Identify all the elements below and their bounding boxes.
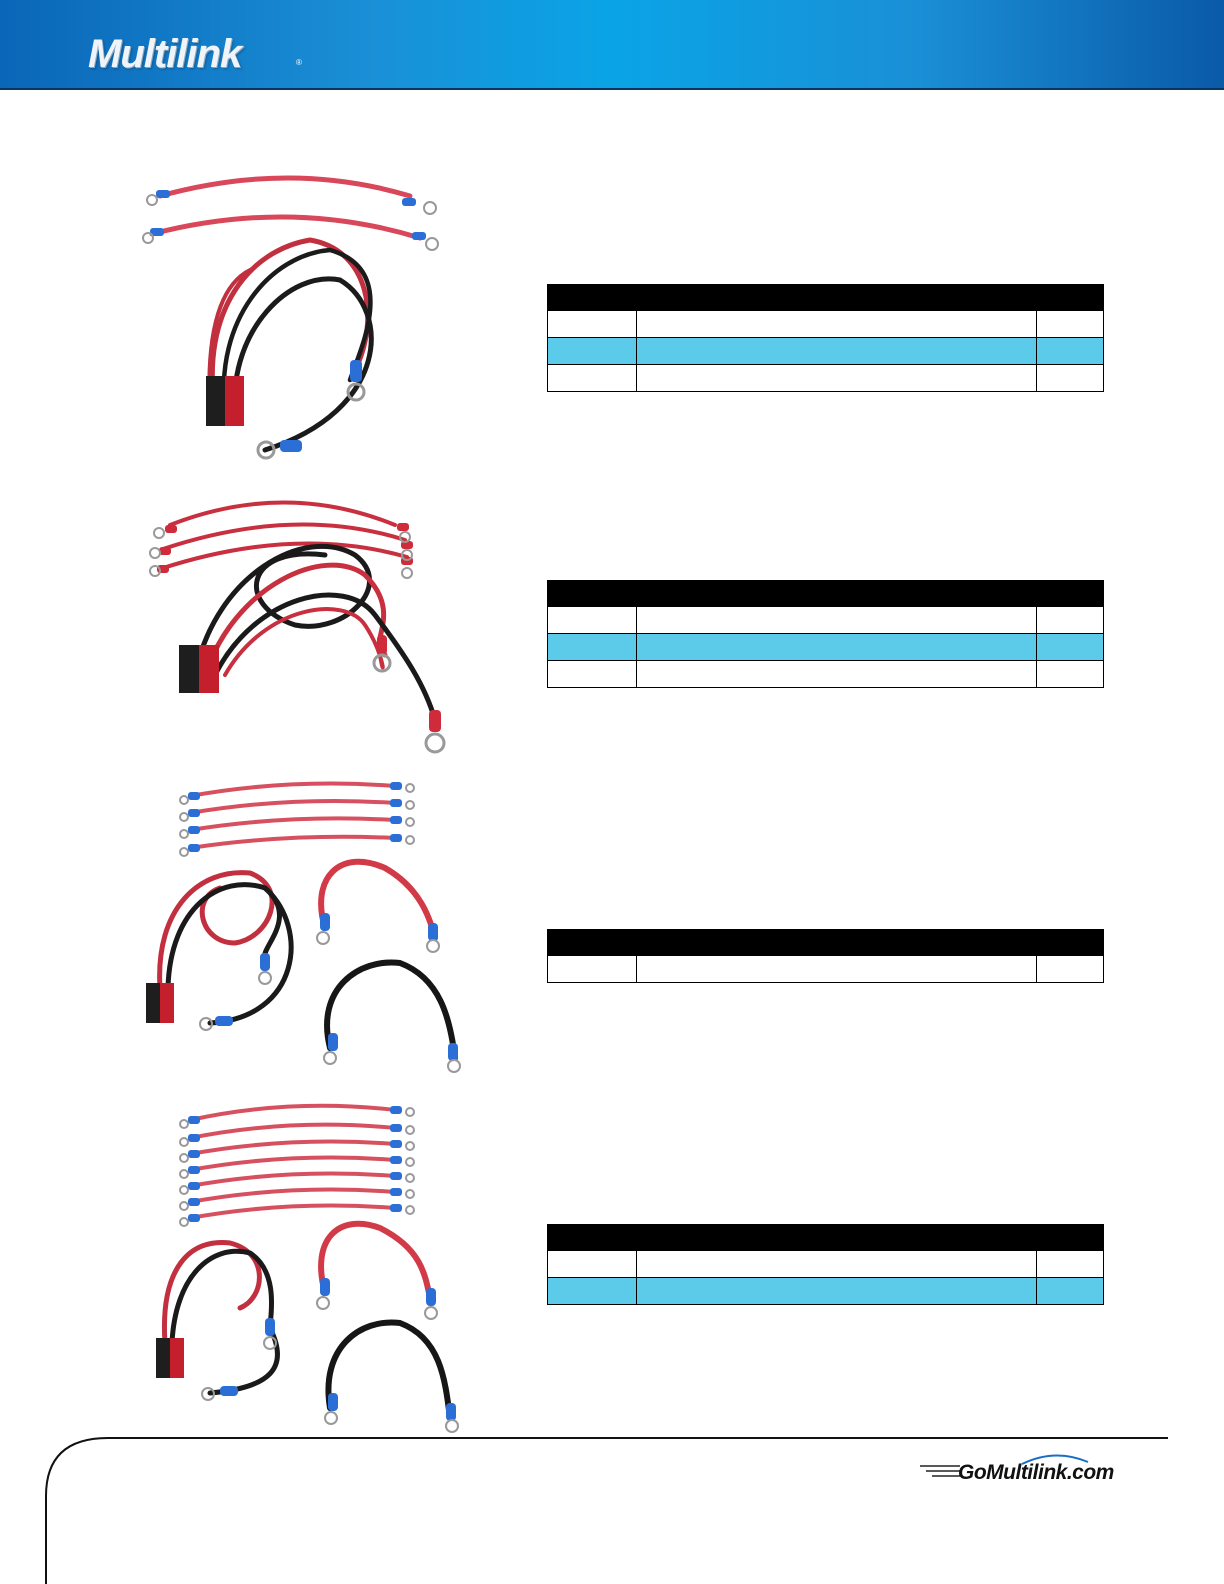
table-row: [547, 1250, 1104, 1278]
footer-url: GoMultilink.com: [958, 1461, 1114, 1484]
table-header-row: [547, 1224, 1104, 1251]
table-header-row: [547, 929, 1104, 956]
spec-table-3: [547, 929, 1104, 983]
table-row: [547, 364, 1104, 392]
cable-kit-4-jumpers-photo: [149, 500, 446, 754]
table-row: [547, 606, 1104, 634]
table-header-row: [547, 284, 1104, 311]
spec-table-2: [547, 580, 1104, 688]
multilink-logo: Multilink: [88, 32, 242, 76]
cable-kit-4-jumpers-with-leads-photo: [146, 781, 461, 1073]
table-row: [547, 660, 1104, 688]
cable-kit-7-jumpers-with-leads-photo: [156, 1103, 459, 1433]
table-row: [547, 337, 1104, 365]
table-header-row: [547, 580, 1104, 607]
registered-mark: ®: [296, 58, 302, 67]
speed-lines-icon: [920, 1465, 960, 1477]
footer-border: [45, 1437, 1168, 1584]
swoosh-icon: [1021, 1454, 1089, 1465]
table-row: [547, 633, 1104, 661]
table-row: [547, 1277, 1104, 1305]
cable-kit-2-jumpers-photo: [142, 175, 439, 460]
page-header: Multilink ®: [0, 0, 1224, 90]
spec-table-1: [547, 284, 1104, 392]
spec-table-4: [547, 1224, 1104, 1305]
table-row: [547, 310, 1104, 338]
table-row: [547, 955, 1104, 983]
